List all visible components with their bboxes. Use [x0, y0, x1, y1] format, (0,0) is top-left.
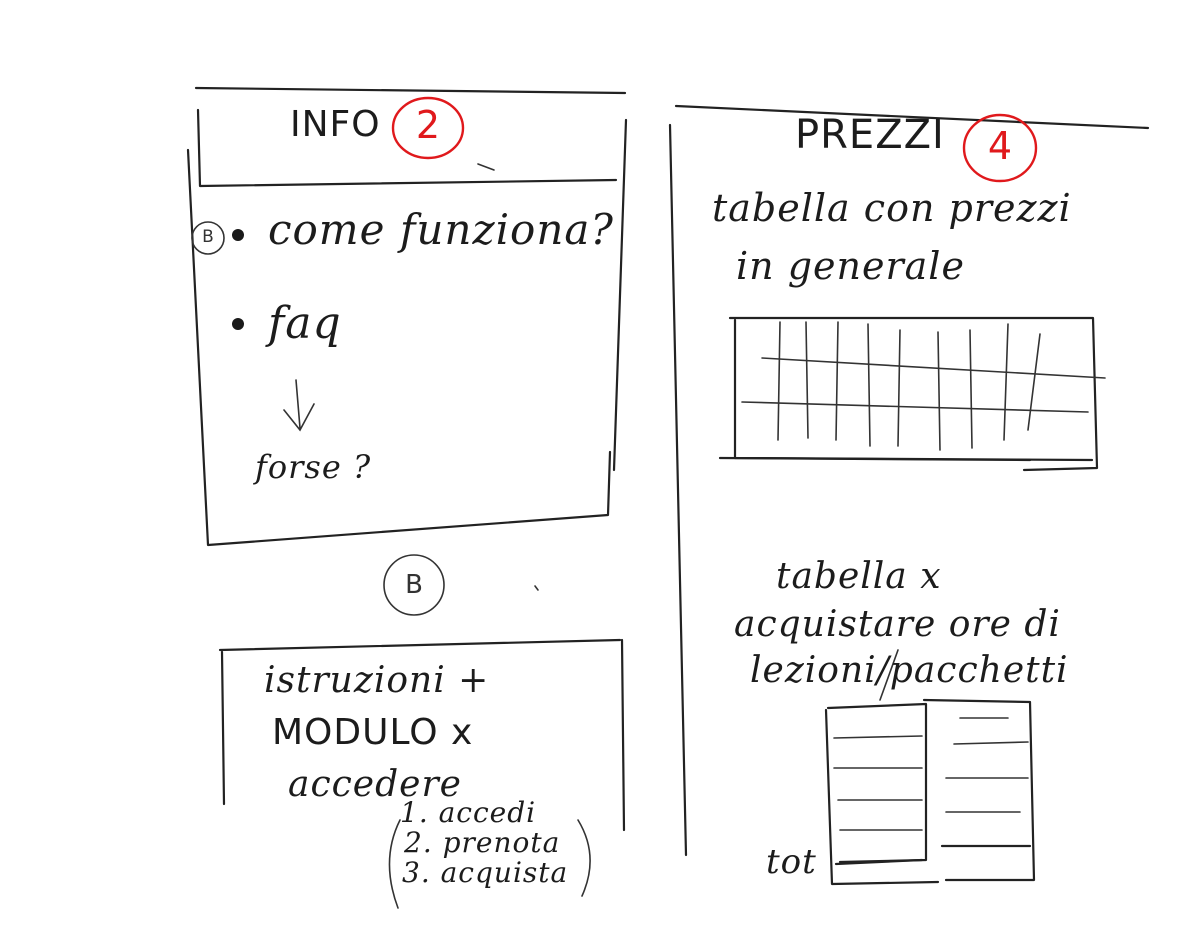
b-line-3: accedere — [288, 764, 462, 805]
general-price-table — [718, 316, 1106, 472]
b-marker-circle — [383, 554, 445, 616]
prezzi-title: PREZZI — [795, 112, 945, 158]
info-b-marker-circle — [191, 221, 225, 255]
info-b-marker: B — [202, 227, 214, 247]
packages-table — [824, 698, 1036, 886]
b-step-2: 2. prenota — [404, 826, 561, 859]
total-label: tot — [766, 842, 817, 882]
table2-caption-line-1: tabella x — [776, 556, 942, 597]
b-marker: B — [405, 570, 423, 600]
down-arrow-icon — [283, 379, 315, 432]
info-note: forse ? — [255, 448, 372, 486]
table2-caption-line-3: lezioni/pacchetti — [750, 650, 1069, 691]
prezzi-number: 4 — [987, 124, 1013, 168]
b-step-1: 1. accedi — [400, 796, 537, 829]
b-step-3: 3. acquista — [402, 856, 569, 889]
info-item-come-funziona[interactable]: come funziona? — [268, 205, 614, 254]
table2-caption-line-2: acquistare ore di — [734, 604, 1061, 645]
bullet-icon — [232, 318, 244, 330]
info-number-circle — [391, 96, 465, 160]
info-title: INFO — [290, 104, 381, 145]
info-item-faq[interactable]: faq — [268, 298, 342, 349]
bullet-icon — [232, 229, 244, 241]
table1-caption-line-1: tabella con prezzi — [712, 186, 1072, 230]
b-line-2: MODULO x — [272, 712, 474, 753]
info-number: 2 — [415, 103, 441, 147]
prezzi-number-circle — [962, 113, 1038, 183]
table1-caption-line-2: in generale — [736, 244, 965, 288]
b-line-1: istruzioni + — [264, 660, 490, 701]
